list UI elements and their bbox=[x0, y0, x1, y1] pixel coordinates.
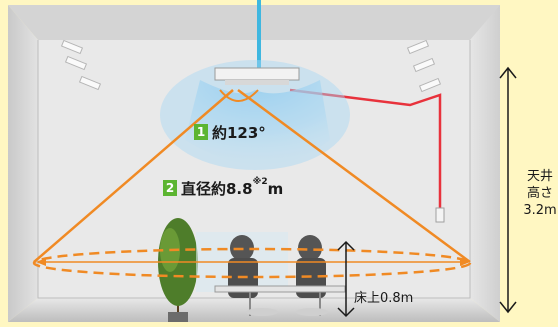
diameter-badge: 2 bbox=[163, 180, 177, 196]
diameter-unit: m bbox=[267, 180, 284, 198]
floor-height-label: 床上0.8m bbox=[354, 291, 414, 306]
room bbox=[8, 5, 500, 322]
ceiling-height-line2: 高さ bbox=[526, 186, 553, 201]
air-conditioner-unit bbox=[214, 67, 300, 85]
floor-height-arrow bbox=[337, 240, 355, 318]
airflow-cone bbox=[32, 88, 472, 279]
diameter-value: 直径約8.8 bbox=[181, 180, 253, 198]
angle-arc bbox=[219, 89, 259, 102]
left-wall bbox=[8, 5, 38, 322]
ceiling-light bbox=[406, 39, 430, 55]
angle-label: 約123° bbox=[212, 124, 266, 142]
wall-controller bbox=[435, 207, 445, 223]
room-edges bbox=[37, 40, 471, 299]
diameter-label: 直径約8.8※2m bbox=[181, 177, 284, 199]
diameter-arrow-left bbox=[36, 258, 46, 266]
ceiling-light bbox=[64, 55, 88, 71]
back-wall bbox=[38, 40, 470, 298]
ceiling-height-arrow bbox=[499, 66, 517, 314]
ceiling bbox=[8, 5, 500, 40]
diameter-arrow-right bbox=[460, 258, 470, 266]
diameter-footnote: ※2 bbox=[252, 177, 268, 187]
refrigerant-pipe bbox=[289, 88, 442, 210]
angle-badge: 1 bbox=[194, 124, 208, 140]
ceiling-light bbox=[60, 39, 84, 55]
ceiling-lights bbox=[60, 39, 442, 93]
ceiling-light bbox=[412, 57, 436, 73]
ceiling-height-label: 天井 高さ 3.2m bbox=[517, 168, 558, 219]
right-wall bbox=[470, 5, 500, 322]
ceiling-light bbox=[78, 75, 102, 91]
airflow-glow bbox=[160, 60, 350, 170]
ceiling-height-line3: 3.2m bbox=[523, 203, 557, 218]
ceiling-height-line1: 天井 bbox=[526, 169, 553, 184]
ceiling-light bbox=[418, 77, 442, 93]
